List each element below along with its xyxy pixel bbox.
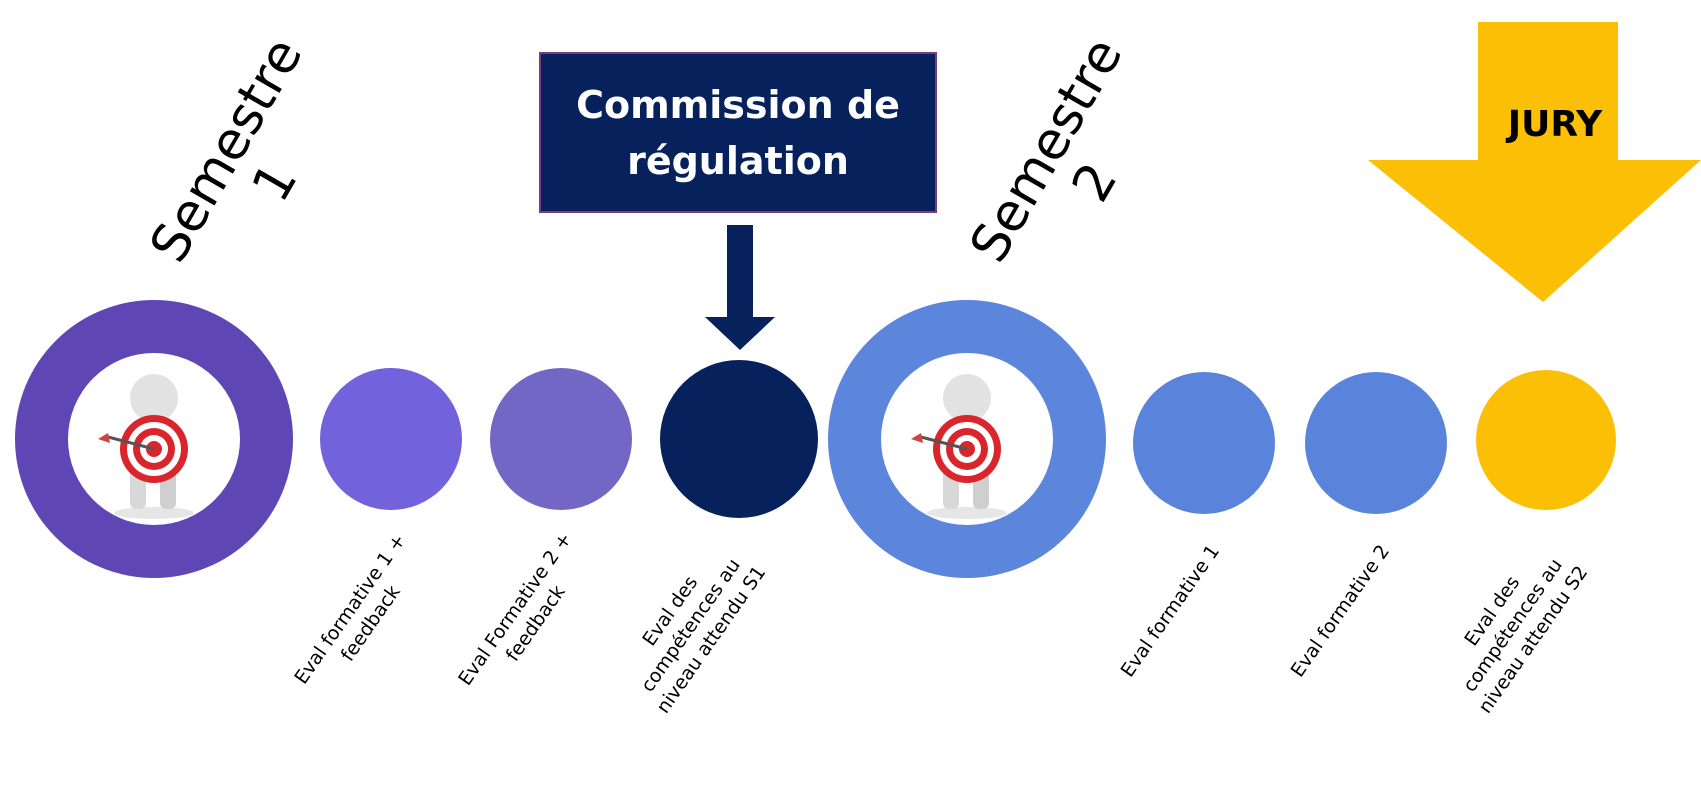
semester-1-ring bbox=[15, 300, 293, 578]
commission-arrow bbox=[705, 225, 775, 350]
s2-step-2-caption: Eval formative 2 bbox=[1286, 540, 1395, 682]
semester-2-ring-center bbox=[881, 353, 1053, 525]
s2-step-1-caption: Eval formative 1 bbox=[1116, 540, 1225, 682]
commission-regulation-box: Commission de régulation bbox=[539, 52, 937, 213]
semester-2-title: Semestre 2 bbox=[958, 28, 1135, 273]
s1-step-2-dot bbox=[490, 368, 632, 510]
person-holding-target-icon bbox=[911, 374, 1007, 519]
semester-1-ring-center bbox=[68, 353, 240, 525]
s1-step-2-caption: Eval Formative 2 + feedback bbox=[454, 528, 577, 690]
s1-step-1-caption: Eval formative 1 + feedback bbox=[290, 529, 411, 689]
s2-step-3-caption: Eval des compétences au niveau attendu S… bbox=[1458, 554, 1593, 718]
jury-label: JURY bbox=[1507, 104, 1603, 145]
s1-step-1-dot bbox=[320, 368, 462, 510]
jury-arrow bbox=[1368, 22, 1701, 302]
s2-step-1-dot bbox=[1133, 372, 1275, 514]
semester-1-title: Semestre 1 bbox=[138, 28, 315, 273]
s2-step-2-dot bbox=[1305, 372, 1447, 514]
s1-step-3-dot bbox=[660, 360, 818, 518]
person-holding-target-icon bbox=[98, 374, 194, 519]
s1-step-3-caption: Eval des compétences au niveau attendu S… bbox=[636, 554, 771, 718]
semester-2-ring bbox=[828, 300, 1106, 578]
s2-step-3-dot bbox=[1476, 370, 1616, 510]
